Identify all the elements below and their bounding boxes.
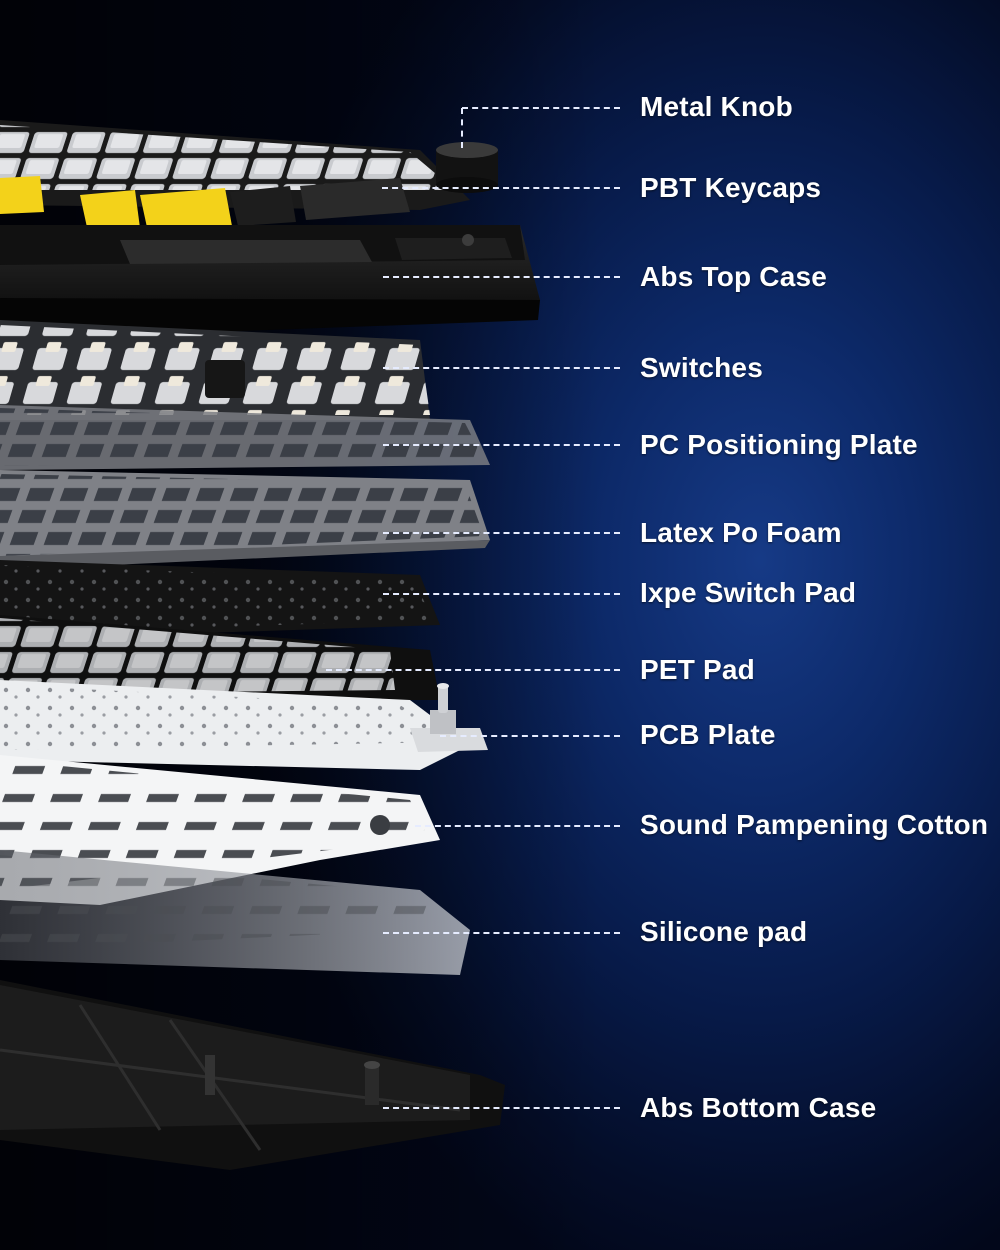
switches-layer	[0, 320, 430, 420]
leader-line-pet-pad	[326, 669, 620, 671]
label-silicone-pad: Silicone pad	[640, 916, 808, 947]
rotary-encoder	[410, 683, 488, 752]
metal-knob	[436, 142, 498, 193]
label-latex-po-foam: Latex Po Foam	[640, 517, 842, 548]
leader-line-abs-bottom-case	[383, 1107, 620, 1109]
leader-line-sound-dampening-cotton	[415, 825, 620, 827]
label-abs-bottom-case: Abs Bottom Case	[640, 1092, 877, 1123]
label-ixpe-switch-pad: Ixpe Switch Pad	[640, 577, 857, 608]
label-sound-dampening-cotton: Sound Pampening Cotton	[640, 809, 989, 840]
leader-line-metal-knob-drop	[461, 108, 463, 148]
leader-line-metal-knob	[462, 107, 620, 109]
leader-line-abs-top-case	[383, 276, 620, 278]
leader-line-pbt-keycaps	[382, 187, 620, 189]
pc-positioning-plate-layer	[0, 405, 490, 470]
leader-line-silicone-pad	[383, 932, 620, 934]
abs-bottom-case-layer	[0, 980, 505, 1170]
abs-top-case-layer	[0, 225, 540, 340]
leader-line-switches	[383, 367, 620, 369]
label-switches: Switches	[640, 352, 763, 383]
leader-line-pc-positioning-plate	[383, 444, 620, 446]
ixpe-switch-pad-layer	[0, 560, 440, 640]
pcb-plate-layer	[0, 680, 488, 770]
leader-line-ixpe-switch-pad	[383, 593, 620, 595]
silicone-pad-layer	[0, 850, 470, 975]
label-pbt-keycaps: PBT Keycaps	[640, 172, 822, 203]
pet-pad-layer	[0, 615, 440, 700]
label-pcb-plate: PCB Plate	[640, 719, 776, 750]
label-pc-positioning-plate: PC Positioning Plate	[640, 429, 918, 460]
label-pet-pad: PET Pad	[640, 654, 755, 685]
leader-line-pcb-plate	[440, 735, 620, 737]
pbt-keycaps-layer	[0, 120, 470, 232]
latex-po-foam-layer	[0, 470, 490, 570]
leader-line-latex-po-foam	[383, 532, 620, 534]
label-abs-top-case: Abs Top Case	[640, 261, 828, 292]
label-metal-knob: Metal Knob	[640, 91, 793, 122]
